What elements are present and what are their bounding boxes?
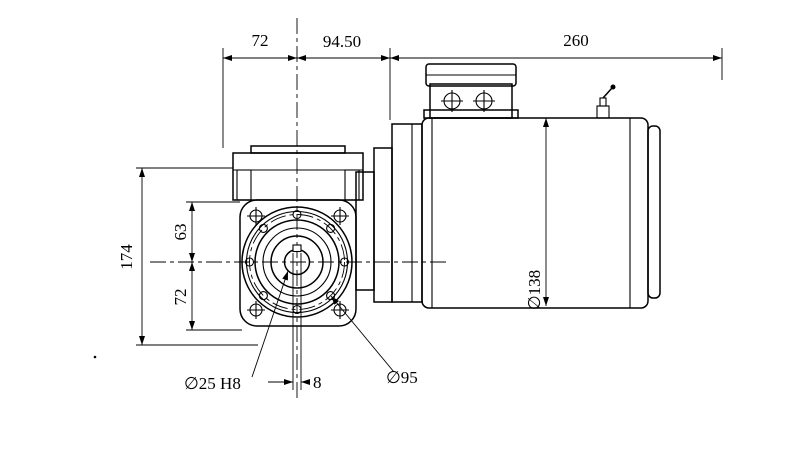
motor-side-view	[391, 63, 661, 309]
worm-housing-right-boss	[344, 169, 360, 201]
motor-adapter-flange	[355, 147, 393, 303]
cable-gland-holes	[441, 90, 495, 112]
output-flange-circles	[241, 206, 353, 318]
dim-top-mid-width-label: 94.50	[323, 32, 361, 51]
dim-motor-length-label: 260	[563, 31, 589, 50]
dim-top-left-width-label: 72	[252, 31, 269, 50]
motor-front-flange	[391, 123, 423, 303]
corner-mounting-holes	[247, 207, 349, 319]
worm-housing-top	[232, 152, 364, 201]
breather-plug	[596, 84, 616, 119]
dim-center-to-top-label: 63	[171, 224, 190, 241]
motor-diameter-dimension: ∅138	[525, 118, 549, 310]
terminal-box	[423, 63, 519, 119]
dim-center-to-bottom-label: 72	[171, 289, 190, 306]
worm-housing-cap	[250, 145, 346, 154]
dim-bolt-circle-label: ∅95	[386, 368, 418, 387]
flange-bolt-holes	[244, 209, 350, 315]
left-dimensions: 174 63 72	[117, 167, 258, 346]
dim-motor-dia-label: ∅138	[525, 270, 544, 310]
terminal-box-body	[429, 83, 513, 119]
dim-shaft-bore-label: ∅25 H8	[184, 374, 241, 393]
stray-dot	[93, 355, 97, 359]
motor-rear-cap	[647, 125, 661, 299]
gearbox-front-view	[232, 145, 364, 327]
dim-keyway-width-label: 8	[313, 373, 322, 392]
top-dimensions: 72 94.50 260	[222, 31, 723, 148]
keyway	[292, 244, 302, 253]
centerlines	[150, 18, 450, 402]
worm-housing-left-boss	[236, 169, 252, 201]
bolt-circle-centerline	[249, 214, 345, 310]
bottom-dimensions: 8 ∅25 H8 ∅95	[184, 253, 418, 393]
dim-overall-height-label: 174	[117, 244, 136, 270]
terminal-box-base	[423, 109, 519, 119]
